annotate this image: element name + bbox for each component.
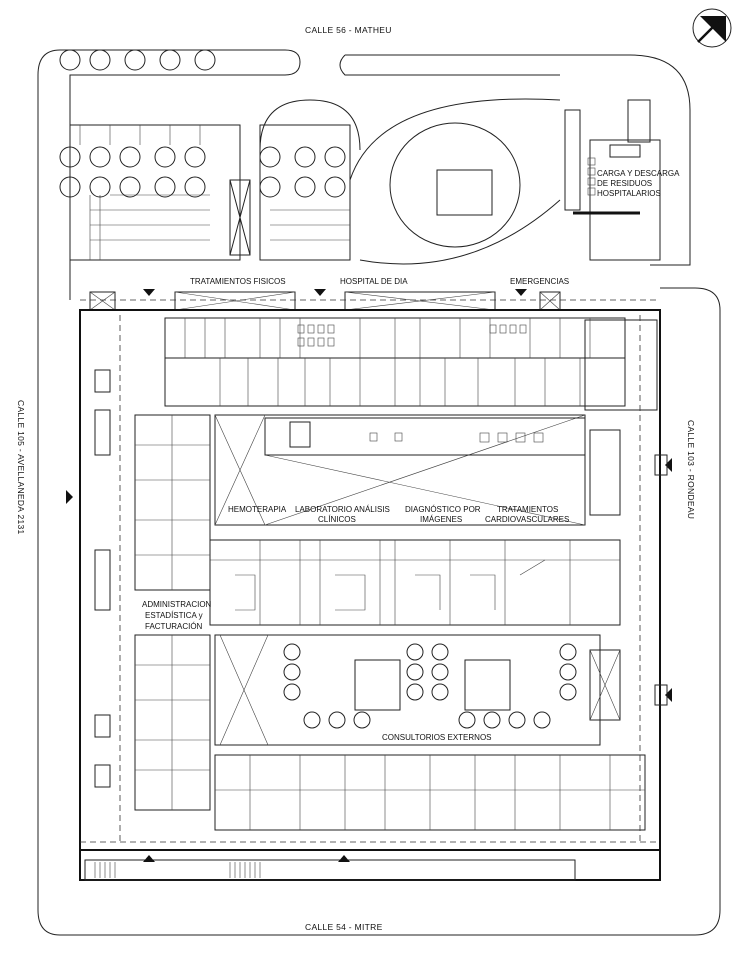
site-boundary xyxy=(37,49,721,936)
label-admin-2: ESTADÍSTICA y xyxy=(145,611,203,620)
entrance-icon xyxy=(515,289,527,296)
label-outpatient: CONSULTORIOS EXTERNOS xyxy=(382,733,492,742)
entrance-icon xyxy=(66,490,73,504)
street-north-label: CALLE 56 - MATHEU xyxy=(305,25,392,35)
entrance-icon xyxy=(665,688,672,702)
label-imaging-2: IMÁGENES xyxy=(420,515,462,524)
label-day-hospital: HOSPITAL DE DIA xyxy=(340,277,408,286)
waste-label-1: CARGA Y DESCARGA xyxy=(597,169,680,178)
parking-area xyxy=(59,99,361,261)
upper-wing xyxy=(164,317,658,411)
street-east-label: CALLE 103 - RONDEAU xyxy=(686,420,696,519)
south-front xyxy=(80,841,660,881)
label-cardio-1: TRATAMIENTOS xyxy=(497,505,558,514)
label-cardio-2: CARDIOVASCULARES xyxy=(485,515,569,524)
label-admin-3: FACTURACIÓN xyxy=(145,622,203,631)
north-arrow-icon xyxy=(692,8,732,48)
street-west-label: CALLE 105 - AVELLANEDA 2131 xyxy=(16,400,26,535)
label-lab-1: LABORATORIO ANÁLISIS xyxy=(295,505,390,514)
main-building xyxy=(79,309,661,881)
label-emergencies: EMERGENCIAS xyxy=(510,277,569,286)
entrance-icon xyxy=(143,289,155,296)
roundabout xyxy=(349,98,581,265)
label-admin-1: ADMINISTRACION xyxy=(142,600,212,609)
label-physical-treatments: TRATAMIENTOS FISICOS xyxy=(190,277,286,286)
lower-wing xyxy=(214,754,646,831)
entrance-icon xyxy=(314,289,326,296)
tree-row-north xyxy=(59,49,216,71)
waste-label-2: DE RESIDUOS xyxy=(597,179,652,188)
east-wing xyxy=(589,315,672,845)
label-lab-2: CLÍNICOS xyxy=(318,515,356,524)
entrance-icon xyxy=(338,855,350,862)
waste-loading-area: CARGA Y DESCARGA DE RESIDUOS HOSPITALARI… xyxy=(573,99,680,261)
label-hemotherapy: HEMOTERAPIA xyxy=(228,505,287,514)
north-front: TRATAMIENTOS FISICOS HOSPITAL DE DIA EME… xyxy=(80,277,660,311)
west-wing: ADMINISTRACION ESTADÍSTICA y FACTURACIÓN xyxy=(66,315,212,845)
street-south-label: CALLE 54 - MITRE xyxy=(305,922,383,932)
label-imaging-1: DIAGNÓSTICO POR xyxy=(405,505,481,514)
entrance-icon xyxy=(143,855,155,862)
courtyard-1: HEMOTERAPIA LABORATORIO ANÁLISIS CLÍNICO… xyxy=(214,414,586,526)
courtyard-2: CONSULTORIOS EXTERNOS xyxy=(214,634,601,746)
waste-label-3: HOSPITALARIOS xyxy=(597,189,661,198)
entrance-icon xyxy=(665,458,672,472)
middle-wing xyxy=(209,539,621,626)
